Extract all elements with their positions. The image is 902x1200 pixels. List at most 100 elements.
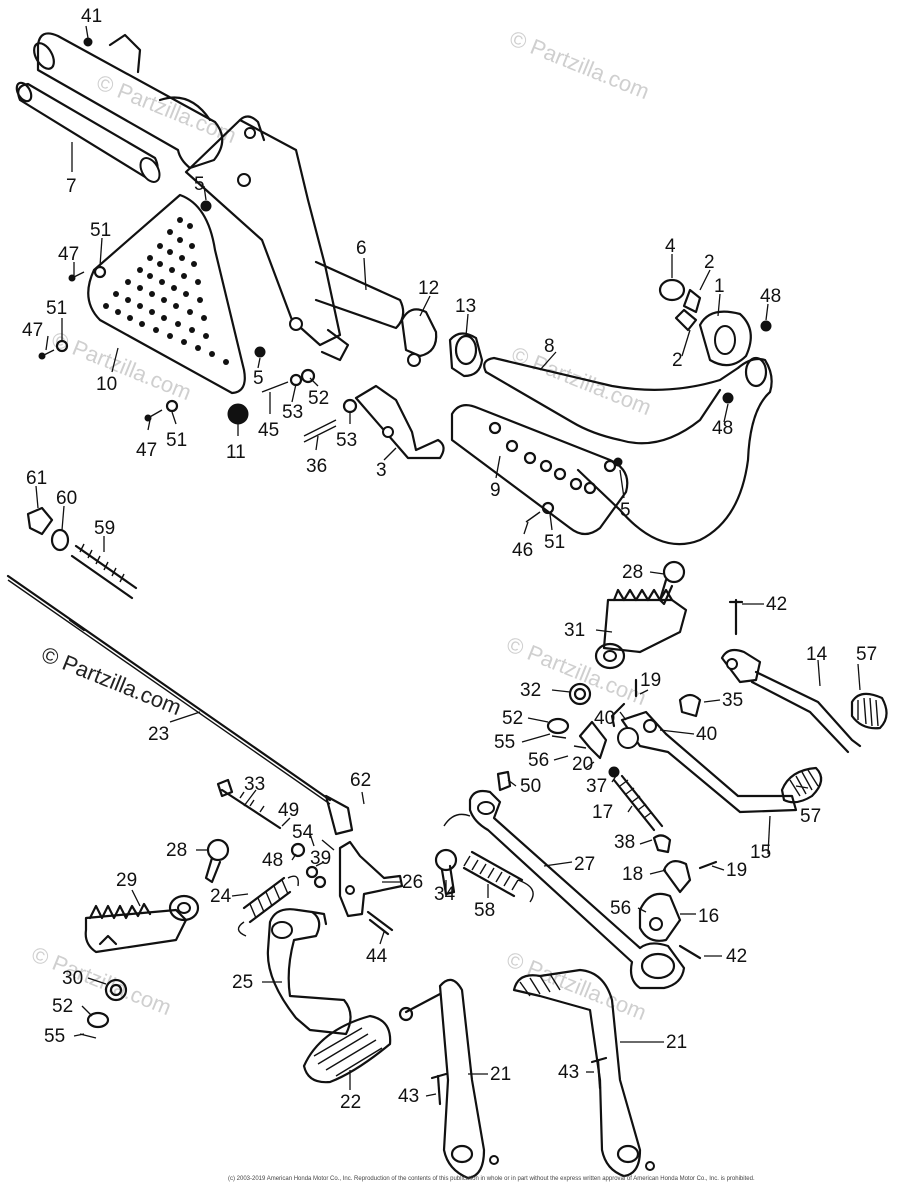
callout-42: 42	[766, 594, 787, 615]
callout-43: 43	[398, 1086, 419, 1107]
callout-42: 42	[726, 946, 747, 967]
callout-51: 51	[166, 430, 187, 451]
callout-36: 36	[306, 456, 327, 477]
callout-11: 11	[226, 442, 246, 463]
callout-44: 44	[366, 946, 388, 967]
grip-22	[302, 1014, 392, 1084]
callout-22: 22	[340, 1092, 361, 1113]
callout-55: 55	[494, 732, 515, 753]
watermark: © Partzilla.com	[508, 341, 655, 420]
spring-24	[237, 875, 299, 937]
callout-49: 49	[278, 800, 299, 821]
footpeg-29	[84, 894, 200, 954]
callout-60: 60	[56, 488, 77, 509]
callout-56: 56	[610, 898, 631, 919]
callout-4: 4	[665, 236, 676, 257]
leader-lines	[35, 25, 861, 1097]
callout-53: 53	[282, 402, 303, 423]
callout-53: 53	[336, 430, 357, 451]
copyright-footer: (c) 2003-2019 American Honda Motor Co., …	[228, 1176, 755, 1182]
brake-arm-16	[638, 859, 718, 960]
callout-46: 46	[512, 540, 533, 561]
callout-35: 35	[722, 690, 743, 711]
callout-34: 34	[434, 884, 456, 905]
muffler-pipe-7	[15, 81, 161, 183]
callout-numbers: 41 7 5 51 47 6 4 2 1 48 12 13 51 47 2 8 …	[22, 6, 877, 1113]
callout-17: 17	[592, 802, 613, 823]
callout-43: 43	[558, 1062, 579, 1083]
callout-40: 40	[594, 708, 615, 729]
footpeg-31	[594, 588, 688, 670]
stay-3	[354, 384, 445, 460]
callout-2: 2	[672, 350, 683, 371]
callout-52: 52	[502, 708, 523, 729]
callout-57: 57	[856, 644, 877, 665]
callout-32: 32	[520, 680, 541, 701]
return-spring-58	[462, 850, 534, 903]
brake-pedal-27	[443, 789, 686, 990]
callout-21: 21	[490, 1064, 511, 1085]
callout-54: 54	[292, 822, 314, 843]
peg-bolt-28-right	[658, 560, 686, 606]
bracket-26	[290, 839, 404, 936]
callout-31: 31	[564, 620, 585, 641]
callout-27: 27	[574, 854, 595, 875]
callout-52: 52	[52, 996, 73, 1017]
callout-5: 5	[253, 368, 264, 389]
callout-12: 12	[418, 278, 439, 299]
callout-8: 8	[544, 336, 555, 357]
callout-28: 28	[166, 840, 187, 861]
callout-48: 48	[262, 850, 283, 871]
callout-6: 6	[356, 238, 367, 259]
muffler-bracket-6	[184, 115, 405, 362]
callout-57: 57	[800, 806, 821, 827]
callout-38: 38	[614, 832, 635, 853]
callout-3: 3	[376, 460, 387, 481]
clamp-12-and-collar-13	[400, 308, 484, 378]
callout-24: 24	[210, 886, 232, 907]
callout-59: 59	[94, 518, 115, 539]
exhaust-pipe-8	[483, 356, 773, 546]
callout-13: 13	[455, 296, 476, 317]
callout-25: 25	[232, 972, 253, 993]
callout-40: 40	[696, 724, 717, 745]
callout-51: 51	[544, 532, 565, 553]
callout-62: 62	[350, 770, 371, 791]
callout-29: 29	[116, 870, 137, 891]
callout-7: 7	[66, 176, 77, 197]
watermark-dark: © Partzilla.com	[38, 641, 185, 720]
callout-5: 5	[194, 174, 205, 195]
callout-48: 48	[712, 418, 733, 439]
watermark: © Partzilla.com	[28, 941, 175, 1020]
callout-16: 16	[698, 906, 719, 927]
pipe-guard-9	[450, 403, 629, 536]
callout-9: 9	[490, 480, 501, 501]
callout-20: 20	[572, 754, 593, 775]
callout-5: 5	[620, 500, 631, 521]
heat-shield-10	[87, 193, 246, 395]
kick-arm-21-left	[398, 978, 499, 1180]
brake-rod-23	[6, 574, 354, 836]
callout-26: 26	[402, 872, 423, 893]
shift-arm-15	[610, 702, 798, 814]
callout-21: 21	[666, 1032, 687, 1053]
callout-28: 28	[622, 562, 643, 583]
muffler-body	[33, 32, 224, 170]
callout-30: 30	[62, 968, 83, 989]
kickstarter-arm-25	[266, 908, 352, 1036]
kick-lever-14	[720, 598, 862, 754]
bolt-33	[216, 778, 282, 830]
callout-39: 39	[310, 848, 331, 869]
callout-10: 10	[96, 374, 117, 395]
pivot-bolt-34	[434, 848, 458, 896]
kick-arm-21-right	[512, 968, 655, 1178]
spring-32-and-small-parts	[496, 678, 702, 792]
bolts-43	[430, 1056, 608, 1106]
callout-51: 51	[90, 220, 111, 241]
callout-19: 19	[726, 860, 747, 881]
heat-shield-holes	[103, 217, 229, 365]
callout-47: 47	[58, 244, 79, 265]
callout-19: 19	[640, 670, 661, 691]
callout-45: 45	[258, 420, 279, 441]
